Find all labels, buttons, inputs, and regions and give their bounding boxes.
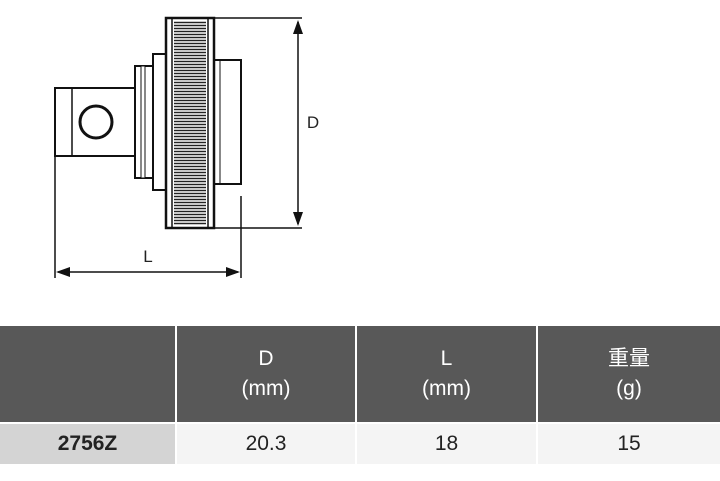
technical-drawing: D L [54,16,319,278]
table-header-row: D (mm) L (mm) 重量 (g) [0,326,720,422]
dimension-l: L [54,156,242,278]
adapter-body [134,53,242,191]
header-d: D (mm) [175,326,355,422]
spec-table: D (mm) L (mm) 重量 (g) 2756Z 20.3 18 15 [0,326,720,464]
header-d-label: D [258,347,274,370]
dimension-l-label: L [143,247,152,266]
header-d-unit: (mm) [241,377,291,400]
dimension-d: D [214,17,319,229]
cell-d: 20.3 [175,422,355,464]
header-weight: 重量 (g) [536,326,720,422]
header-l-label: L [440,347,453,370]
header-l-unit: (mm) [422,377,471,400]
table-row: 2756Z 20.3 18 15 [0,422,720,464]
cell-model: 2756Z [0,422,175,464]
header-weight-label: 重量 [608,347,650,370]
square-drive [54,87,136,157]
cell-weight: 15 [536,422,720,464]
cell-l: 18 [355,422,536,464]
knurled-ring [164,16,216,230]
detent-ball-hole [78,104,114,140]
header-weight-unit: (g) [616,377,642,400]
header-l: L (mm) [355,326,536,422]
dimension-d-label: D [307,113,319,132]
header-model [0,326,175,422]
